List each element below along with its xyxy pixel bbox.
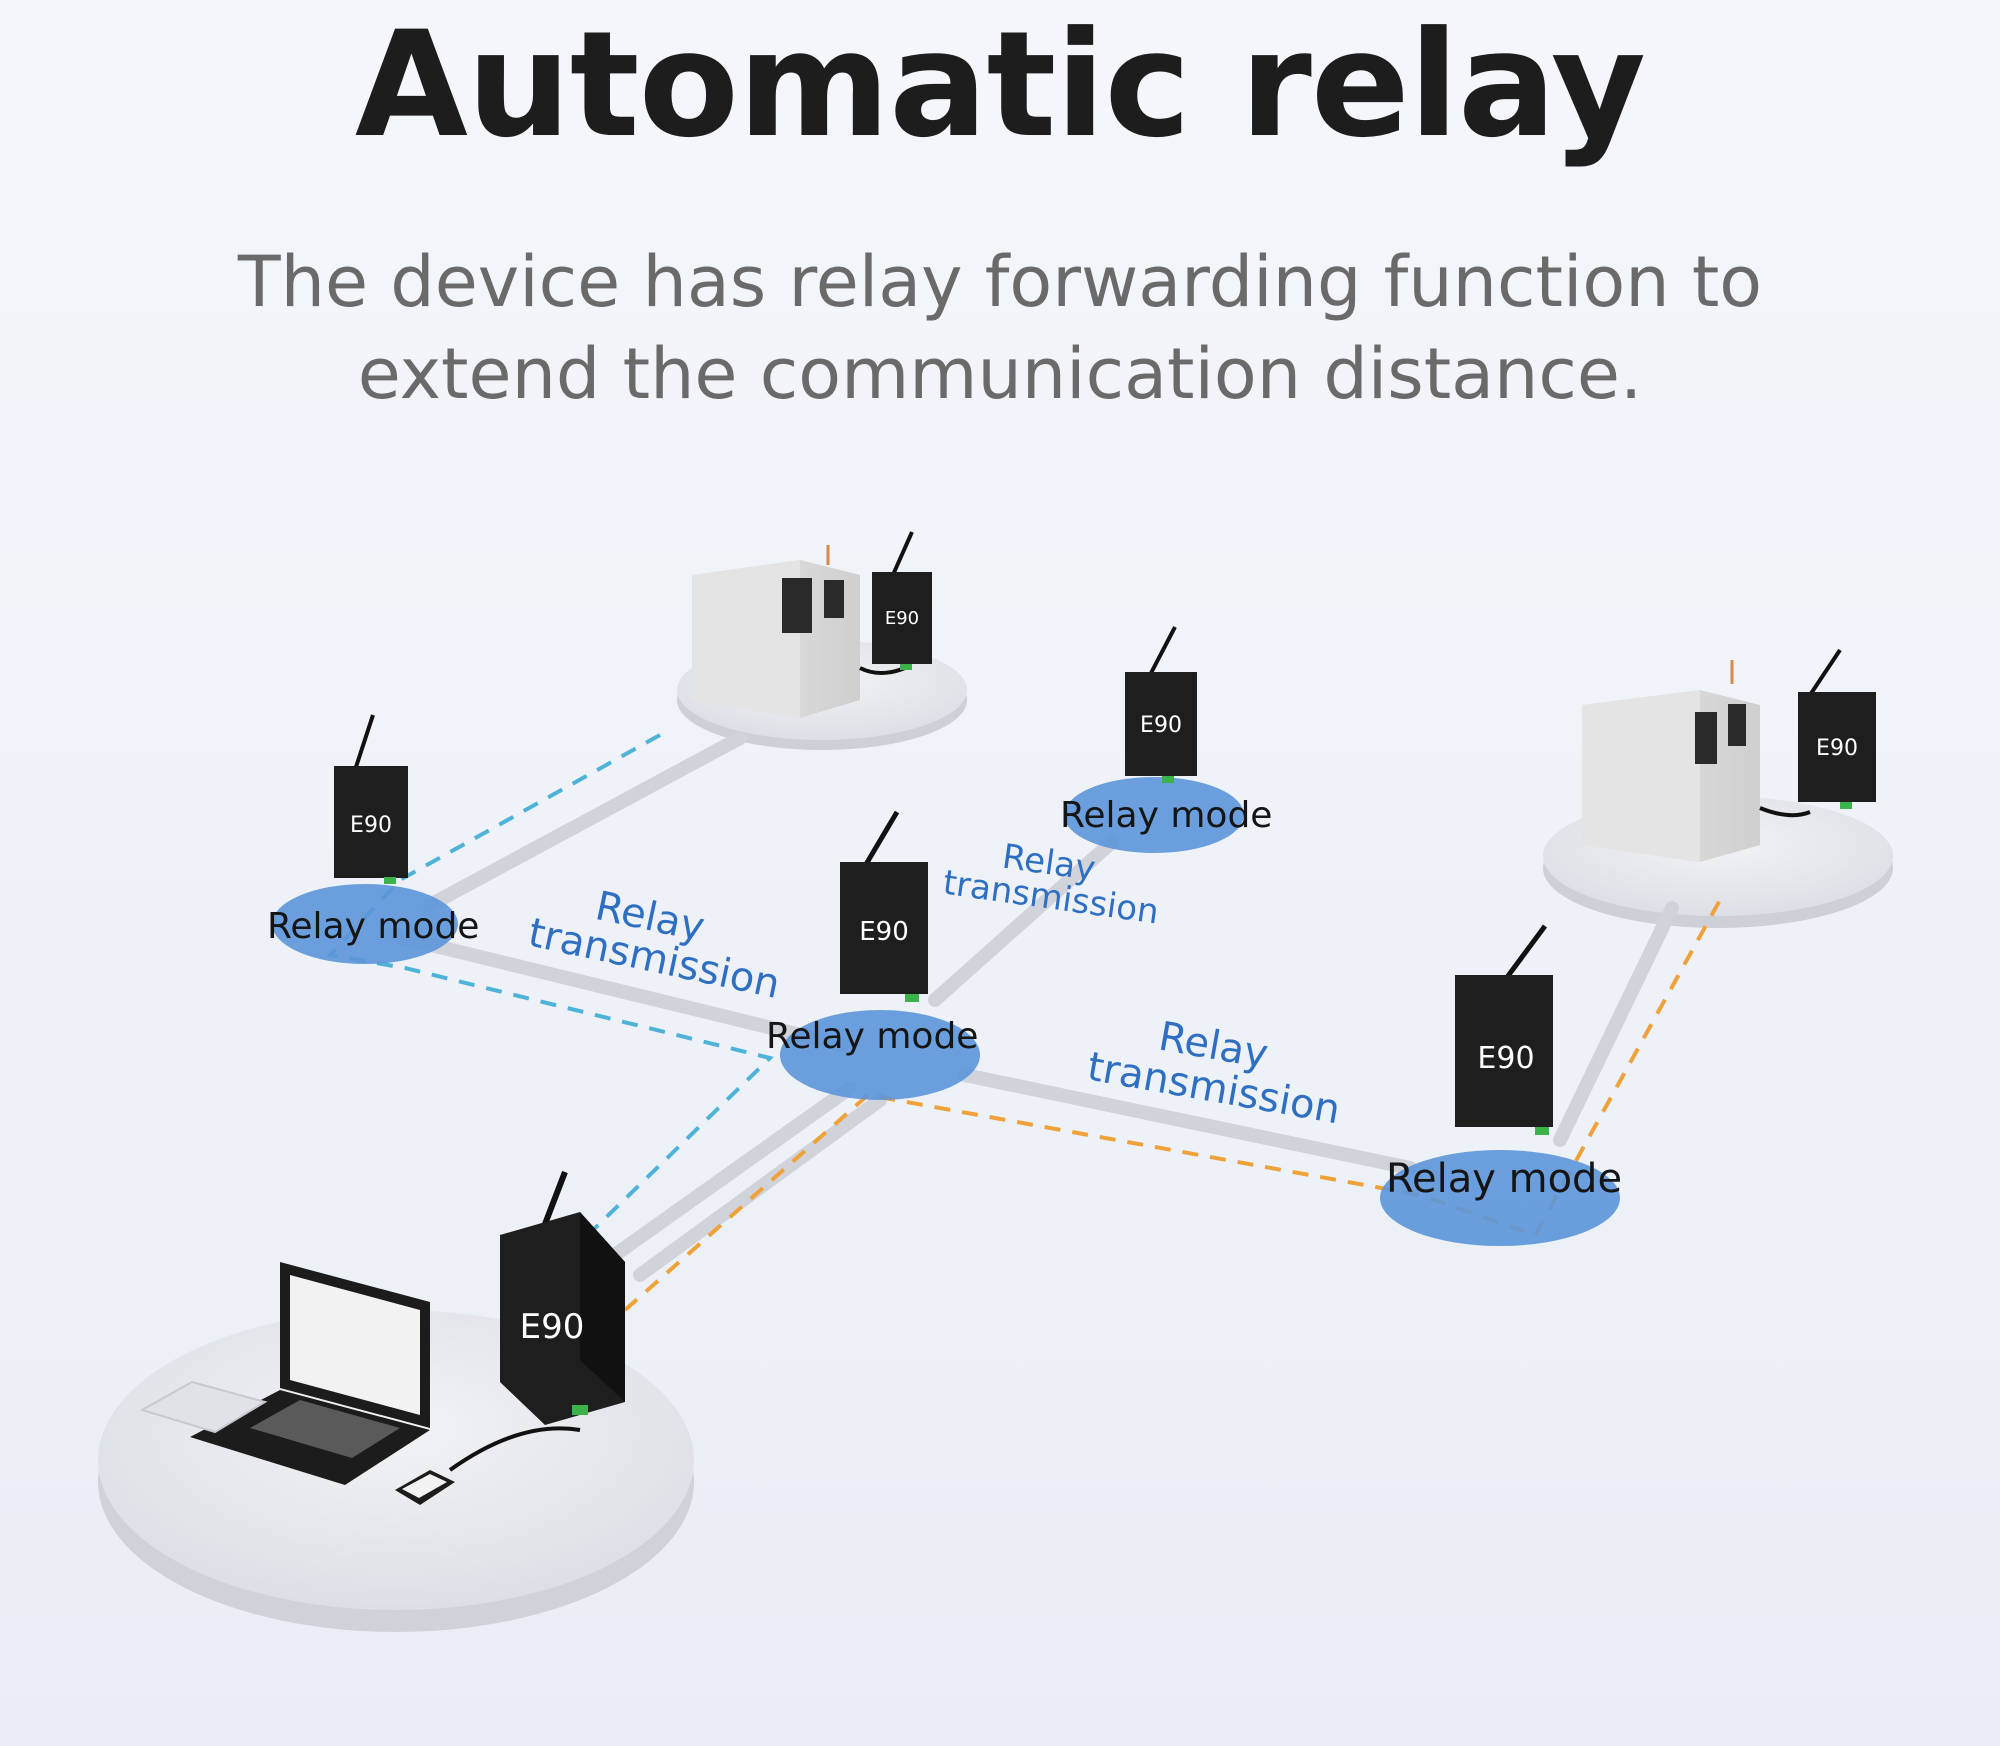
rail-center-laptop-b: [633, 1093, 887, 1282]
subtitle-line-1: The device has relay forwarding function…: [237, 241, 1763, 323]
rail-right-machine: [1553, 901, 1679, 1147]
e90-device-center: E90: [840, 810, 928, 1002]
page-subtitle: The device has relay forwarding function…: [150, 236, 1850, 420]
relay-transmission-label-left: Relay transmission: [524, 883, 784, 1008]
relay-node-left-ellipse: [272, 884, 458, 964]
e90-device-top: E90: [872, 531, 932, 670]
phone-icon: [395, 1470, 455, 1505]
e90-device-topright: E90: [1125, 626, 1197, 783]
relay-node-right-ellipse: [1380, 1150, 1620, 1246]
device-label: E90: [885, 608, 919, 629]
subtitle-line-2: extend the communication distance.: [357, 333, 1643, 415]
machine-top: [692, 545, 860, 718]
laptop-icon: [190, 1262, 430, 1485]
route-orange-dashed: [623, 899, 1722, 1312]
rail-left-center: [383, 928, 849, 1052]
rail-center-right: [958, 1068, 1417, 1175]
device-label: E90: [1816, 736, 1858, 761]
e90-device-machine-right: E90: [1798, 648, 1876, 809]
rail-top-machine: [423, 731, 747, 912]
device-label: E90: [859, 917, 909, 947]
relay-mode-label-center: Relay mode: [766, 1016, 978, 1057]
relay-mode-label-topright: Relay mode: [1060, 795, 1272, 836]
relay-node-center-ellipse: [780, 1010, 980, 1100]
e90-device-right: E90: [1455, 924, 1553, 1135]
rail-center-topright: [928, 835, 1119, 1007]
relay-mode-label-left: Relay mode: [267, 906, 479, 947]
relay-mode-label-right: Relay mode: [1386, 1156, 1622, 1202]
connection-rails: [383, 731, 1679, 1282]
device-label: E90: [1140, 713, 1182, 738]
rail-center-laptop-a: [598, 1081, 857, 1269]
device-label: E90: [350, 813, 392, 838]
keyboard-icon: [139, 1380, 268, 1434]
device-label: E90: [520, 1307, 585, 1347]
e90-device-laptop: E90: [500, 1170, 625, 1425]
machine-right: [1582, 660, 1760, 862]
device-label: E90: [1477, 1041, 1534, 1076]
e90-device-left: E90: [334, 714, 408, 884]
relay-node-topright-ellipse: [1064, 777, 1244, 853]
page-title: Automatic relay: [354, 0, 1646, 170]
